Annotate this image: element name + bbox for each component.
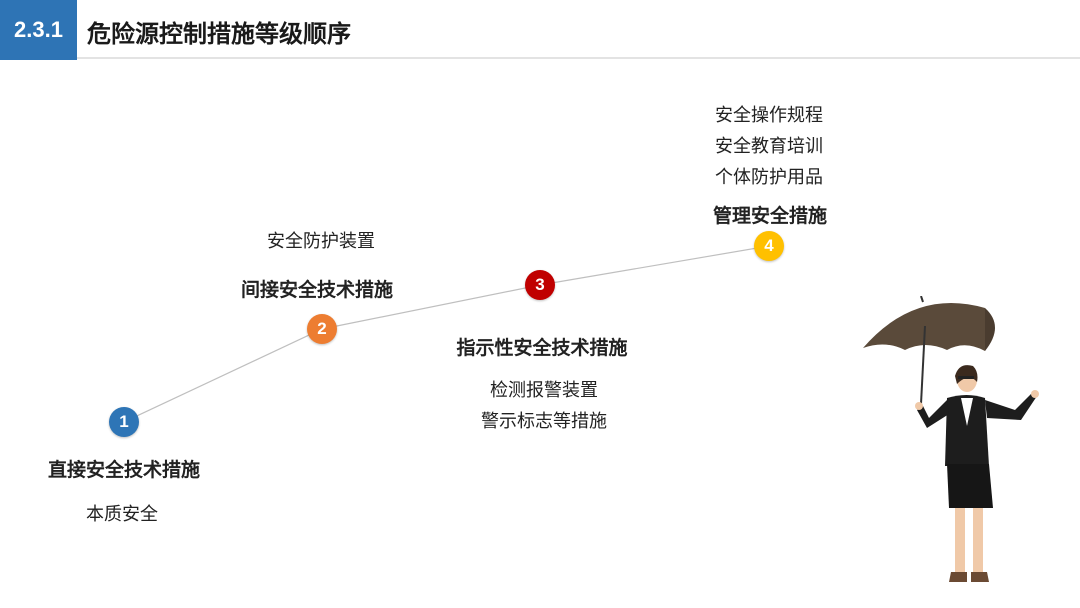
step-3-item: 检测报警装置	[490, 380, 598, 401]
step-4-item: 个体防护用品	[715, 167, 823, 188]
step-2-node: 2	[307, 314, 337, 344]
step-2-item: 安全防护装置	[267, 231, 375, 252]
step-1-number: 1	[119, 412, 129, 431]
step-2-title: 间接安全技术措施	[240, 279, 394, 301]
title-divider	[77, 57, 1080, 59]
step-3-title: 指示性安全技术措施	[456, 337, 628, 359]
step-4-items: 安全操作规程 安全教育培训 个体防护用品	[715, 100, 823, 193]
step-3-node: 3	[525, 270, 555, 300]
step-4-title: 管理安全措施	[712, 205, 828, 227]
step-1-item: 本质安全	[86, 504, 158, 525]
step-1-title: 直接安全技术措施	[47, 459, 201, 481]
step-3-item: 警示标志等措施	[481, 411, 607, 432]
step-2-items: 安全防护装置	[267, 226, 375, 257]
step-3-number: 3	[535, 275, 545, 294]
step-1-node: 1	[109, 407, 139, 437]
step-1-items: 本质安全	[86, 499, 158, 530]
step-4-number: 4	[764, 236, 774, 255]
step-4-item: 安全操作规程	[715, 105, 823, 126]
section-number-badge: 2.3.1	[0, 0, 77, 60]
step-4-node: 4	[754, 231, 784, 261]
businesswoman-with-umbrella-image	[863, 296, 1039, 582]
step-3-items: 检测报警装置 警示标志等措施	[481, 375, 607, 437]
step-4-item: 安全教育培训	[715, 136, 823, 157]
page-title: 危险源控制措施等级顺序	[87, 20, 351, 48]
step-2-number: 2	[317, 319, 327, 338]
section-number: 2.3.1	[14, 17, 63, 42]
